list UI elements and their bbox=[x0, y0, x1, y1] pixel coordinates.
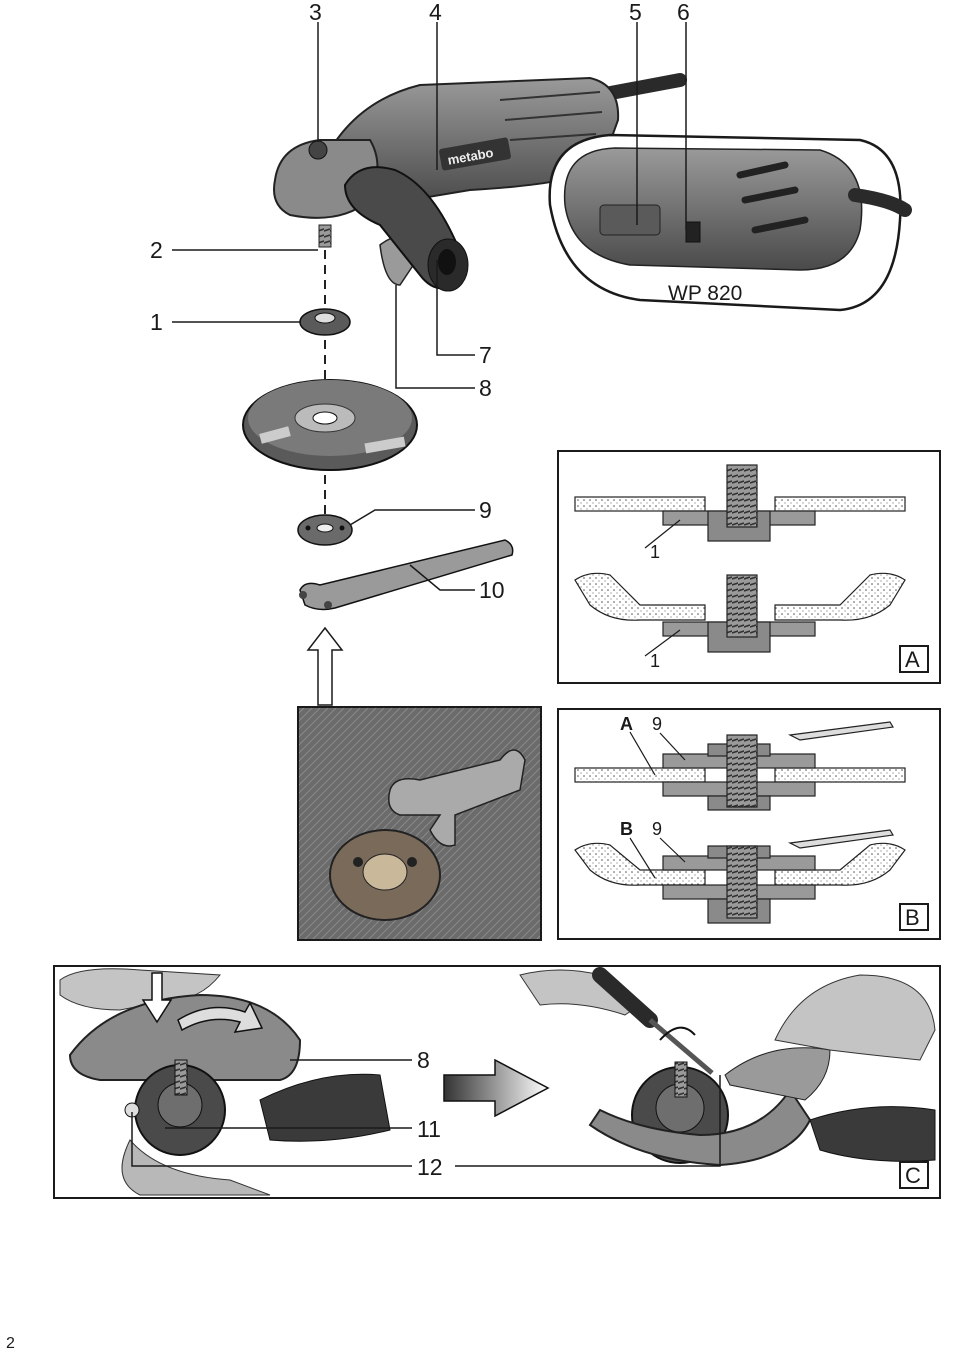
spindle-thread-upper bbox=[726, 464, 758, 528]
brand-plate bbox=[439, 137, 511, 171]
callout-3: 3 bbox=[309, 0, 322, 25]
on-off-switch bbox=[599, 204, 661, 236]
callout-2: 2 bbox=[150, 237, 163, 263]
two-pin-spanner bbox=[299, 539, 514, 611]
push-arrow bbox=[141, 972, 173, 1024]
spanner-photo bbox=[297, 706, 542, 941]
panel-a-label-1-lower: 1 bbox=[650, 651, 660, 671]
spindle bbox=[318, 224, 332, 248]
wheel-guard-photo-right bbox=[588, 1088, 812, 1167]
screwdriver-shaft bbox=[648, 1018, 714, 1075]
up-arrow bbox=[306, 626, 344, 706]
callout-10: 10 bbox=[479, 577, 505, 603]
callout-8: 8 bbox=[479, 375, 492, 401]
callouts-top: 3 4 5 6 2 1 7 8 9 10 bbox=[150, 0, 690, 603]
panel-a-letter: A bbox=[905, 647, 920, 672]
hand-right bbox=[774, 974, 936, 1061]
panel-c-callout-11: 11 bbox=[417, 1116, 441, 1142]
panel-a: 1 1 A bbox=[557, 450, 941, 684]
spindle-lock-button bbox=[308, 140, 328, 160]
spanner-icon-upper bbox=[787, 721, 894, 741]
guard-rotation-photo bbox=[59, 968, 391, 1196]
lock-on-button bbox=[685, 221, 701, 243]
hand-lower bbox=[121, 1139, 271, 1196]
panel-b-label-b: B bbox=[620, 819, 633, 839]
screw-tightening-photo bbox=[519, 967, 936, 1167]
model-label: WP 820 bbox=[668, 282, 742, 305]
vent-slots bbox=[736, 161, 809, 234]
panel-a-label-1-upper: 1 bbox=[650, 542, 660, 562]
panel-b: A 9 B 9 B bbox=[557, 708, 941, 940]
angle-grinder-illustration: metabo bbox=[273, 73, 687, 292]
page-number: 2 bbox=[6, 1335, 15, 1351]
spindle-thread-lower bbox=[726, 574, 758, 638]
callout-1: 1 bbox=[150, 309, 163, 335]
spanner-on-nut bbox=[388, 749, 526, 847]
hand-left bbox=[59, 968, 221, 1011]
panel-b-label-9-upper: 9 bbox=[652, 714, 662, 734]
housing-ribs bbox=[499, 91, 603, 141]
screwdriver-handle bbox=[592, 967, 658, 1028]
panel-b-letter: B bbox=[905, 905, 920, 930]
exploded-parts bbox=[242, 250, 514, 706]
rotate-arrow bbox=[177, 1001, 264, 1033]
callout-4: 4 bbox=[429, 0, 442, 25]
panel-c-callout-8: 8 bbox=[417, 1047, 430, 1073]
panel-c-letter: C bbox=[905, 1163, 921, 1188]
panel-b-label-a: A bbox=[620, 714, 633, 734]
spanner-icon-lower bbox=[787, 829, 894, 849]
grinder-body-photo bbox=[259, 1073, 391, 1142]
callout-7: 7 bbox=[479, 342, 492, 368]
step-arrow bbox=[443, 1058, 550, 1118]
switch-housing bbox=[563, 147, 863, 271]
panel-c-callout-12: 12 bbox=[417, 1154, 443, 1180]
switch-detail-bubble: WP 820 bbox=[548, 133, 912, 312]
panel-c: 8 11 12 C bbox=[53, 965, 941, 1199]
callout-6: 6 bbox=[677, 0, 690, 25]
panel-b-label-9-lower: 9 bbox=[652, 819, 662, 839]
callout-9: 9 bbox=[479, 497, 492, 523]
callout-5: 5 bbox=[629, 0, 642, 25]
